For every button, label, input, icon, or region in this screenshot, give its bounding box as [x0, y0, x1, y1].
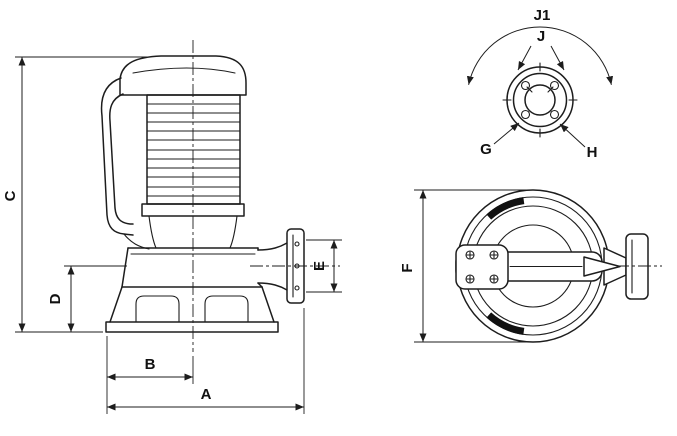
plan-discharge-flange [625, 233, 649, 300]
flange-bolt-mark [294, 285, 300, 291]
motor-cap [119, 55, 247, 96]
dimension-J1-arc [466, 26, 614, 85]
grip-pad-top [486, 197, 525, 220]
label-H-leader [559, 123, 586, 148]
handle-shoulder [123, 233, 150, 250]
bolt-hole [520, 80, 531, 91]
bolt-hole [549, 80, 560, 91]
flange-bolt-pattern-detail: J1 J G H [466, 7, 614, 161]
dimension-J-leader-right [550, 45, 565, 71]
handle-bar-tip [583, 256, 621, 277]
dimension-B: B [106, 336, 194, 414]
dim-label-a: A [201, 386, 212, 403]
handle-screws [465, 250, 499, 284]
dimension-J-leader-left [517, 45, 532, 71]
dim-label-b: B [145, 356, 156, 373]
pump-side-view [100, 40, 340, 352]
motor-cap-seam [132, 67, 236, 74]
label-G-leader [493, 122, 520, 145]
motor-fins [147, 103, 240, 197]
dim-label-j1: J1 [534, 7, 551, 24]
dim-label-c: C [2, 190, 19, 201]
volute-right [257, 247, 263, 288]
motor-lower-band [141, 203, 245, 217]
flange-cardinal-ticks [502, 62, 578, 138]
flange-middle-circle [512, 72, 568, 128]
dim-label-j: J [537, 28, 545, 45]
dim-label-d: D [47, 293, 64, 304]
body-neck-left [148, 215, 157, 249]
dimension-E: E [306, 239, 342, 293]
dim-label-g: G [480, 141, 492, 158]
handle-left-pad [455, 244, 509, 290]
dimension-D: D [47, 265, 127, 332]
bolt-hole [520, 109, 531, 120]
bolt-hole [549, 109, 560, 120]
volute-left [121, 247, 129, 288]
dim-label-f: F [399, 263, 416, 272]
pump-plan-view [455, 189, 662, 343]
body-neck-right [229, 215, 238, 249]
dimension-A: A [107, 308, 305, 414]
flange-outer-circle [506, 66, 574, 134]
carry-handle-inner [109, 93, 134, 225]
flange-bore-circle [524, 84, 556, 116]
dim-label-e: E [311, 261, 328, 271]
bore-keyway-ticks [526, 86, 554, 93]
foot-arch-right [204, 295, 249, 323]
dimension-C: C [2, 56, 151, 333]
base-plate [105, 321, 279, 333]
flange-bolt-mark [294, 241, 300, 247]
carry-handle-outer [100, 77, 134, 236]
dimension-F: F [399, 189, 534, 343]
foot-arch-left [135, 295, 180, 323]
base-skirt [109, 286, 275, 323]
grip-pad-bottom [486, 312, 525, 335]
discharge-pipe-top [257, 242, 288, 251]
discharge-pipe-bottom [257, 282, 288, 291]
dim-label-h: H [587, 144, 598, 161]
